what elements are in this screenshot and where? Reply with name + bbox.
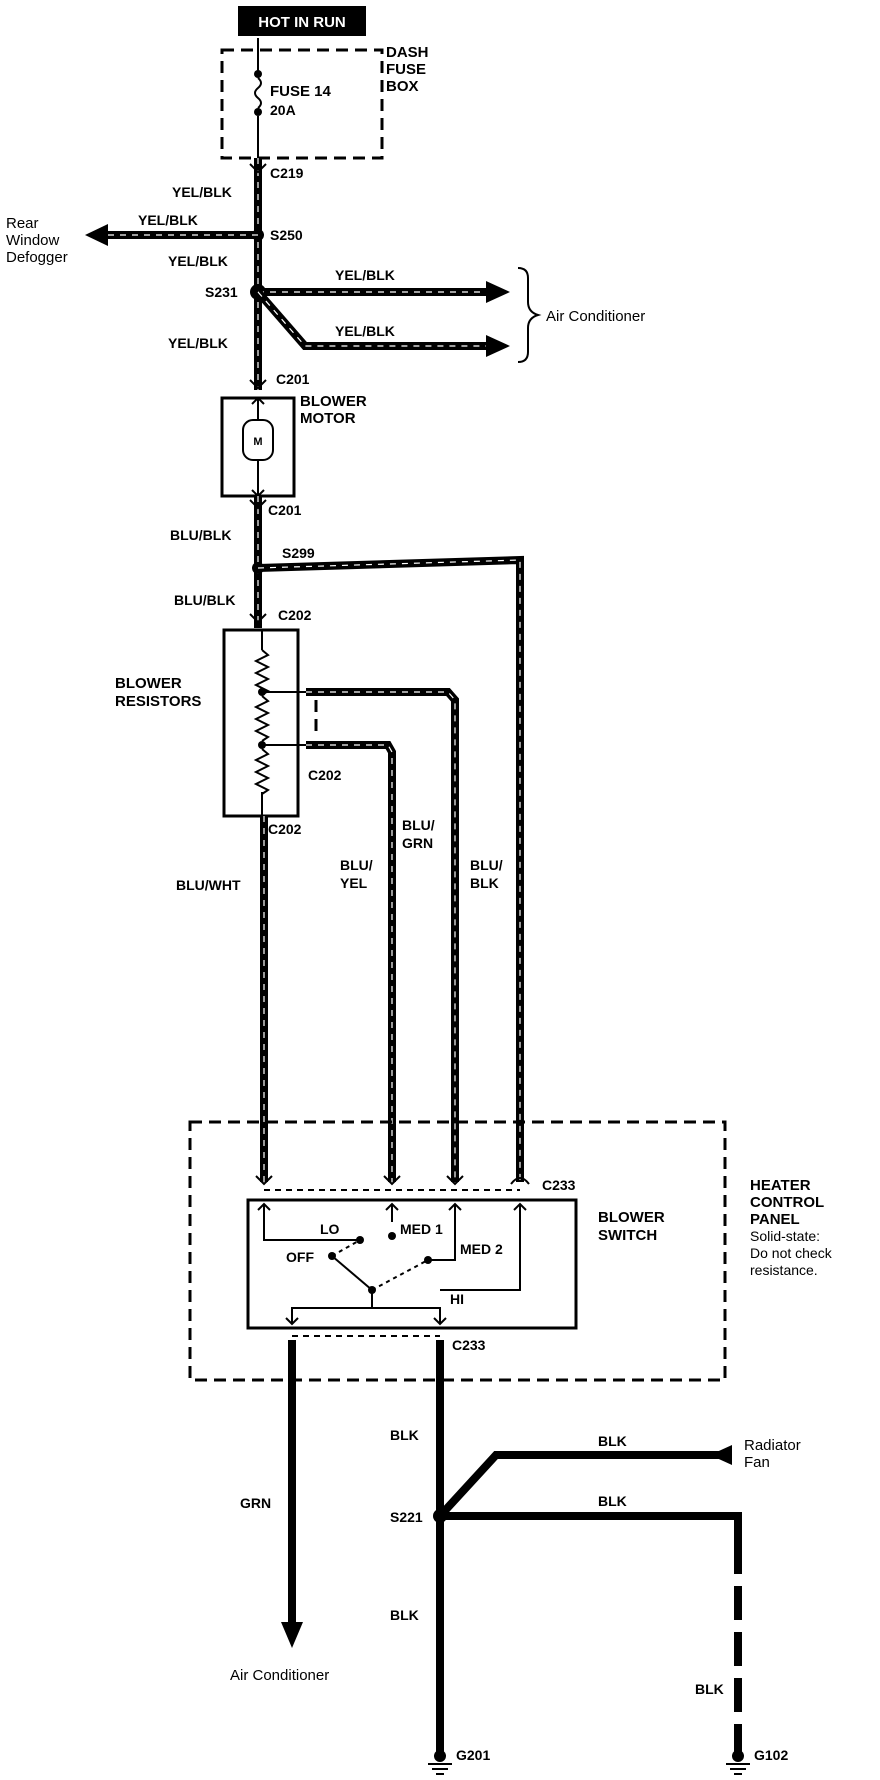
fuse-label: FUSE 14 [270,83,332,100]
wire-label-blu-grn-2: GRN [402,835,433,851]
wire-label-yel-blk-2: YEL/BLK [138,212,198,228]
wire-label-yel-blk-5: YEL/BLK [335,323,395,339]
wire-label-blu-grn-1: BLU/ [402,817,435,833]
rear-defogger-label-2: Window [6,232,60,249]
wire-label-blu-blk-3-1: BLU/ [470,857,503,873]
air-conditioner-label-bottom: Air Conditioner [230,1667,329,1684]
hot-in-run-badge: HOT IN RUN [238,6,366,36]
radiator-fan-label-2: Fan [744,1454,770,1471]
resistor-output-wires: BLU/WHT BLU/ YEL BLU/ GRN BLU/ BLK [176,688,503,1182]
switch-pos-off: OFF [286,1249,314,1265]
connector-c233-top-group: C233 [255,1175,576,1193]
wire-label-yel-blk-3: YEL/BLK [168,253,228,269]
blower-switch-label-1: BLOWER [598,1209,665,1226]
dash-fuse-box-label-1: DASH [386,44,429,61]
wire-label-blk-3: BLK [598,1493,627,1509]
heater-panel-title-2: CONTROL [750,1194,824,1211]
dash-fuse-box-label-3: BOX [386,78,419,95]
connector-c202-top: C202 [278,607,312,623]
wire-label-blk-2: BLK [598,1433,627,1449]
blower-motor-label-2: MOTOR [300,410,356,427]
connector-c219: C219 [270,165,304,181]
switch-pos-med2: MED 2 [460,1241,503,1257]
heater-panel-title-1: HEATER [750,1177,811,1194]
wire-label-blu-wht: BLU/WHT [176,877,241,893]
heater-panel-note-3: resistance. [750,1262,818,1278]
ground-g102: G102 [726,1747,788,1775]
blower-resistors-label-2: RESISTORS [115,693,201,710]
lower-wires: C233 GRN Air Conditioner BLK S221 BLK BL… [230,1335,801,1752]
wire-label-blu-blk-2: BLU/BLK [174,592,235,608]
switch-pos-med1: MED 1 [400,1221,443,1237]
wire-label-blk-1: BLK [390,1427,419,1443]
blower-motor: C201 M BLOWER MOTOR [220,371,367,498]
wire-label-blu-yel-2: YEL [340,875,368,891]
heater-panel-note-2: Do not check [750,1245,833,1261]
heater-panel-note-1: Solid-state: [750,1228,820,1244]
wire-label-yel-blk-6: YEL/BLK [168,335,228,351]
hot-in-run-label: HOT IN RUN [258,14,346,31]
switch-pos-hi: HI [450,1291,464,1307]
wire-label-blu-yel-1: BLU/ [340,857,373,873]
connector-c202-mid: C202 [308,767,342,783]
splice-s299: S299 [282,545,315,561]
rear-defogger-branch: YEL/BLK Rear Window Defogger [6,212,258,266]
fuse-rating: 20A [270,102,296,118]
wire-label-blk-5: BLK [695,1681,724,1697]
splice-s250: S250 [270,227,303,243]
wire-label-yel-blk-1: YEL/BLK [172,184,232,200]
ground-g201-label: G201 [456,1747,490,1763]
blower-switch: BLOWER SWITCH LO MED 1 MED 2 OFF HI [246,1198,665,1330]
blower-resistors: C202 BLOWER RESISTORS C202 C202 [115,607,342,837]
blower-motor-label-1: BLOWER [300,393,367,410]
radiator-fan-label-1: Radiator [744,1437,801,1454]
wire-label-grn: GRN [240,1495,271,1511]
wire-label-blu-blk-1: BLU/BLK [170,527,231,543]
rear-defogger-label-3: Defogger [6,249,68,266]
heater-control-panel: HEATER CONTROL PANEL Solid-state: Do not… [188,1120,833,1382]
rear-defogger-label-1: Rear [6,215,39,232]
connector-c233-top: C233 [542,1177,576,1193]
air-conditioner-label-top: Air Conditioner [546,308,645,325]
blower-resistors-label-1: BLOWER [115,675,182,692]
motor-symbol: M [253,436,262,448]
wire-label-blu-blk-3-2: BLK [470,875,499,891]
heater-panel-title-3: PANEL [750,1211,800,1228]
connector-c201-top: C201 [276,371,310,387]
wire-label-yel-blk-4: YEL/BLK [335,267,395,283]
wire-label-blk-4: BLK [390,1607,419,1623]
main-wire-mid: C201 BLU/BLK S299 BLU/BLK [170,496,524,1182]
connector-c202-bottom: C202 [268,821,302,837]
connector-c201-bottom: C201 [268,502,302,518]
connector-c233-bottom: C233 [452,1337,486,1353]
dash-fuse-box: FUSE 14 20A DASH FUSE BOX [220,38,429,160]
splice-s221: S221 [390,1509,423,1525]
blower-switch-label-2: SWITCH [598,1227,657,1244]
air-conditioner-branches-top: YEL/BLK YEL/BLK Air Conditioner [254,267,645,363]
main-wire-top: C219 YEL/BLK S250 YEL/BLK S231 YEL/BLK [168,158,304,390]
ground-g201: G201 [428,1747,490,1775]
splice-s231: S231 [205,284,238,300]
switch-pos-lo: LO [320,1221,340,1237]
dash-fuse-box-label-2: FUSE [386,61,426,78]
ground-g102-label: G102 [754,1747,788,1763]
